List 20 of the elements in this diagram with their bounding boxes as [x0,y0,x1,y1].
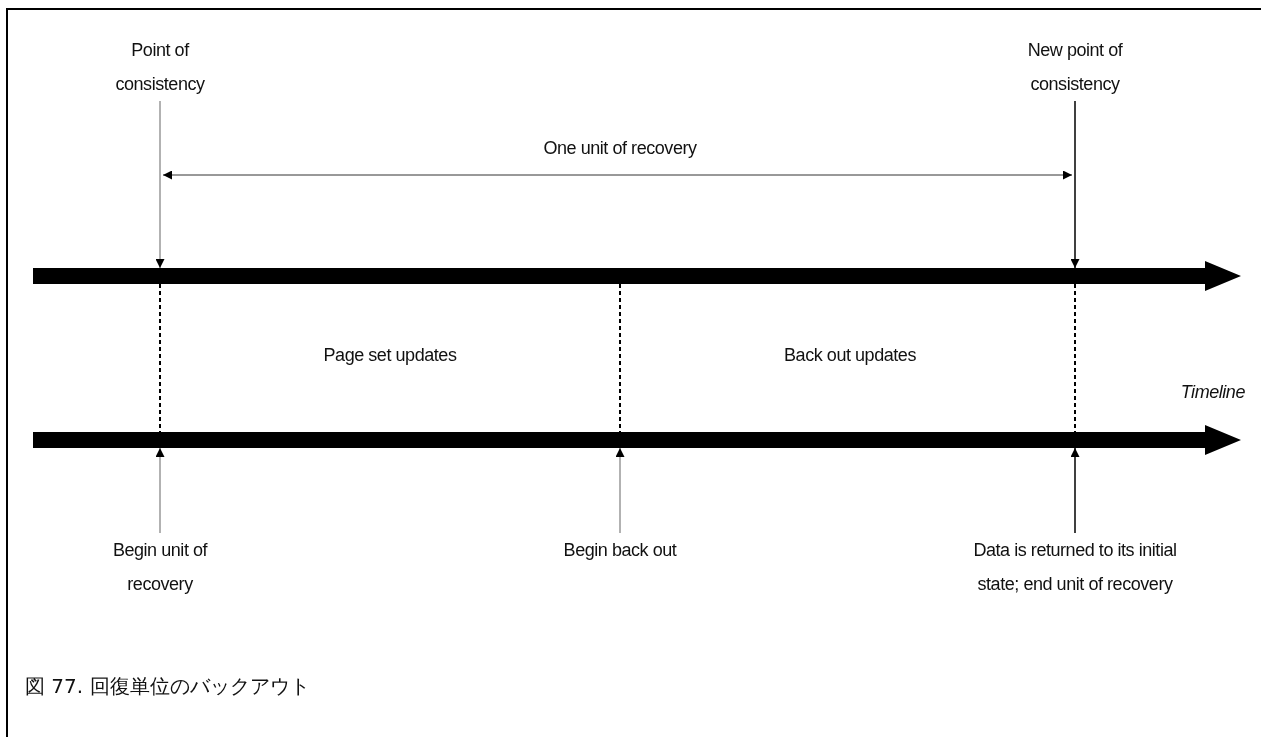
arrow [1070,447,1080,534]
dashed-line [1074,283,1076,433]
arrow [1070,100,1080,269]
figure-caption: 図 77. 回復単位のバックアウト [25,673,310,700]
event-label: Begin back out [563,539,677,562]
event-label: New point of consistency [1026,39,1124,96]
event-label: Data is returned to its initial state; end unit of recovery [972,539,1178,596]
arrow [155,100,165,269]
dashed-line [619,283,621,433]
event-label: Begin unit of recovery [111,539,209,596]
event-label: Point of consistency [114,39,206,96]
dashed-line [159,283,161,433]
region-label: Back out updates [783,344,917,367]
timeline-arrow [33,261,1241,291]
arrow [615,447,625,534]
region-label: Page set updates [322,344,458,367]
arrow [155,447,165,534]
span-label: One unit of recovery [542,137,698,160]
timeline-arrow [33,425,1241,455]
axis-label: Timeline [1179,381,1245,404]
